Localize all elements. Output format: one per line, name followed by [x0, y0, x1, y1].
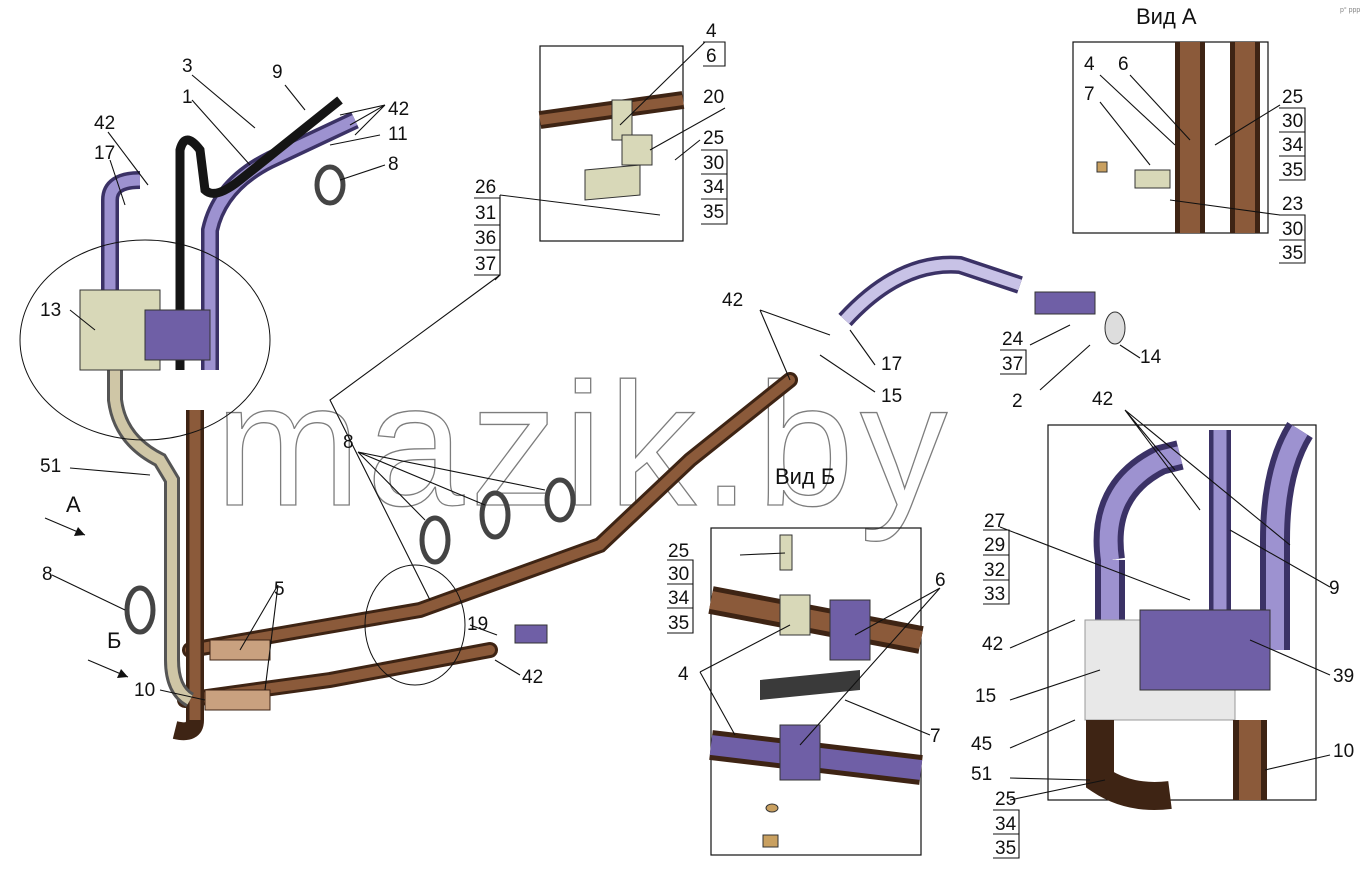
label-25-view-b: 25: [668, 541, 689, 562]
view-b-box: [708, 527, 924, 856]
label-25-right: 25: [995, 789, 1016, 810]
label-9: 9: [272, 62, 283, 83]
detail-bracket-box: [538, 45, 685, 242]
label-24: 24: [1002, 329, 1024, 350]
label-4-box: 4: [706, 21, 717, 42]
label-25-box: 25: [703, 128, 724, 149]
label-7-view-a: 7: [1084, 84, 1095, 105]
label-35-box: 35: [703, 202, 724, 223]
label-20: 20: [703, 87, 724, 108]
label-37-right: 37: [1002, 354, 1023, 375]
label-6-view-a: 6: [1118, 54, 1129, 75]
detail-circle-upper: [19, 239, 271, 441]
gasket-14: [1104, 311, 1126, 345]
label-45: 45: [971, 734, 992, 755]
label-42-right: 42: [722, 290, 743, 311]
label-17-left: 17: [94, 143, 115, 164]
label-4-view-a: 4: [1084, 54, 1095, 75]
label-brackets: [474, 41, 1306, 859]
label-39: 39: [1333, 666, 1354, 687]
label-15: 15: [881, 386, 902, 407]
label-10: 10: [134, 680, 155, 701]
label-17-right: 17: [881, 354, 902, 375]
label-8-mid: 8: [343, 432, 354, 453]
label-6-box: 6: [706, 46, 717, 67]
label-42-mid: 42: [522, 667, 543, 688]
leader-lines: [51, 41, 1331, 801]
label-3: 3: [182, 56, 193, 77]
part-labels: 3 1 9 42 11 8 42 17 13 51 8 10 5 8 19 42…: [40, 21, 1354, 859]
label-51-right: 51: [971, 764, 992, 785]
label-5: 5: [274, 579, 285, 600]
label-33: 33: [984, 584, 1005, 605]
label-32: 32: [984, 560, 1005, 581]
label-15-right: 15: [975, 686, 996, 707]
label-30-view-a: 30: [1282, 111, 1303, 132]
label-30-view-a-2: 30: [1282, 219, 1303, 240]
label-1: 1: [182, 87, 193, 108]
pipe-51: [107, 370, 195, 707]
main-assembly: [19, 96, 1126, 741]
label-8-top: 8: [388, 154, 399, 175]
vertical-brown-pipe: [172, 410, 204, 741]
label-29: 29: [984, 535, 1005, 556]
view-b-title: Вид Б: [775, 464, 835, 489]
corrugated-hose-2: [204, 689, 271, 711]
label-2: 2: [1012, 391, 1023, 412]
label-42-top: 42: [388, 99, 409, 120]
clamp-8b: [479, 490, 511, 540]
label-8-left: 8: [42, 564, 53, 585]
view-a-box: [1072, 41, 1269, 234]
label-34-right: 34: [995, 814, 1017, 835]
label-35-right: 35: [995, 838, 1016, 859]
label-42-left: 42: [94, 113, 115, 134]
detail-circle-lower: [364, 564, 466, 686]
label-35-view-a-2: 35: [1282, 243, 1303, 264]
label-34-box: 34: [703, 177, 725, 198]
label-51: 51: [40, 456, 61, 477]
right-detail-box: [1047, 422, 1317, 810]
arrow-a-label: А: [66, 492, 81, 517]
label-35-view-a: 35: [1282, 160, 1303, 181]
label-13: 13: [40, 300, 61, 321]
arrow-b-head: [117, 669, 128, 678]
clamp-8d: [124, 585, 156, 635]
label-42-right-box-2: 42: [982, 634, 1003, 655]
label-30-box: 30: [703, 153, 724, 174]
view-a-title: Вид А: [1136, 4, 1197, 29]
label-7-view-b: 7: [930, 726, 941, 747]
label-35-view-b: 35: [668, 613, 689, 634]
label-9-right: 9: [1329, 578, 1340, 599]
label-34-view-b: 34: [668, 588, 690, 609]
arrow-a-head: [74, 527, 85, 536]
label-42-right-box: 42: [1092, 389, 1113, 410]
corner-mark: р° ррр: [1340, 6, 1360, 14]
label-4-view-b: 4: [678, 664, 689, 685]
fitting-19: [514, 624, 548, 644]
clamp-8a: [419, 515, 451, 565]
label-25-view-a: 25: [1282, 87, 1303, 108]
label-10-right: 10: [1333, 741, 1354, 762]
label-6-view-b: 6: [935, 570, 946, 591]
label-27: 27: [984, 511, 1005, 532]
label-30-view-b: 30: [668, 564, 689, 585]
label-26: 26: [475, 177, 496, 198]
clamp-8c: [544, 477, 576, 523]
label-31: 31: [475, 203, 496, 224]
label-14: 14: [1140, 347, 1162, 368]
watermark-text: mazik.by: [215, 348, 953, 543]
label-23: 23: [1282, 194, 1303, 215]
label-37: 37: [475, 254, 496, 275]
label-19: 19: [467, 614, 488, 635]
arrow-b-label: Б: [107, 628, 121, 653]
flange-2: [1034, 291, 1096, 315]
label-36: 36: [475, 228, 496, 249]
label-11: 11: [388, 124, 408, 145]
label-34-view-a: 34: [1282, 135, 1304, 156]
clamp-8e: [314, 164, 346, 206]
dark-pipe-1: [175, 96, 343, 370]
